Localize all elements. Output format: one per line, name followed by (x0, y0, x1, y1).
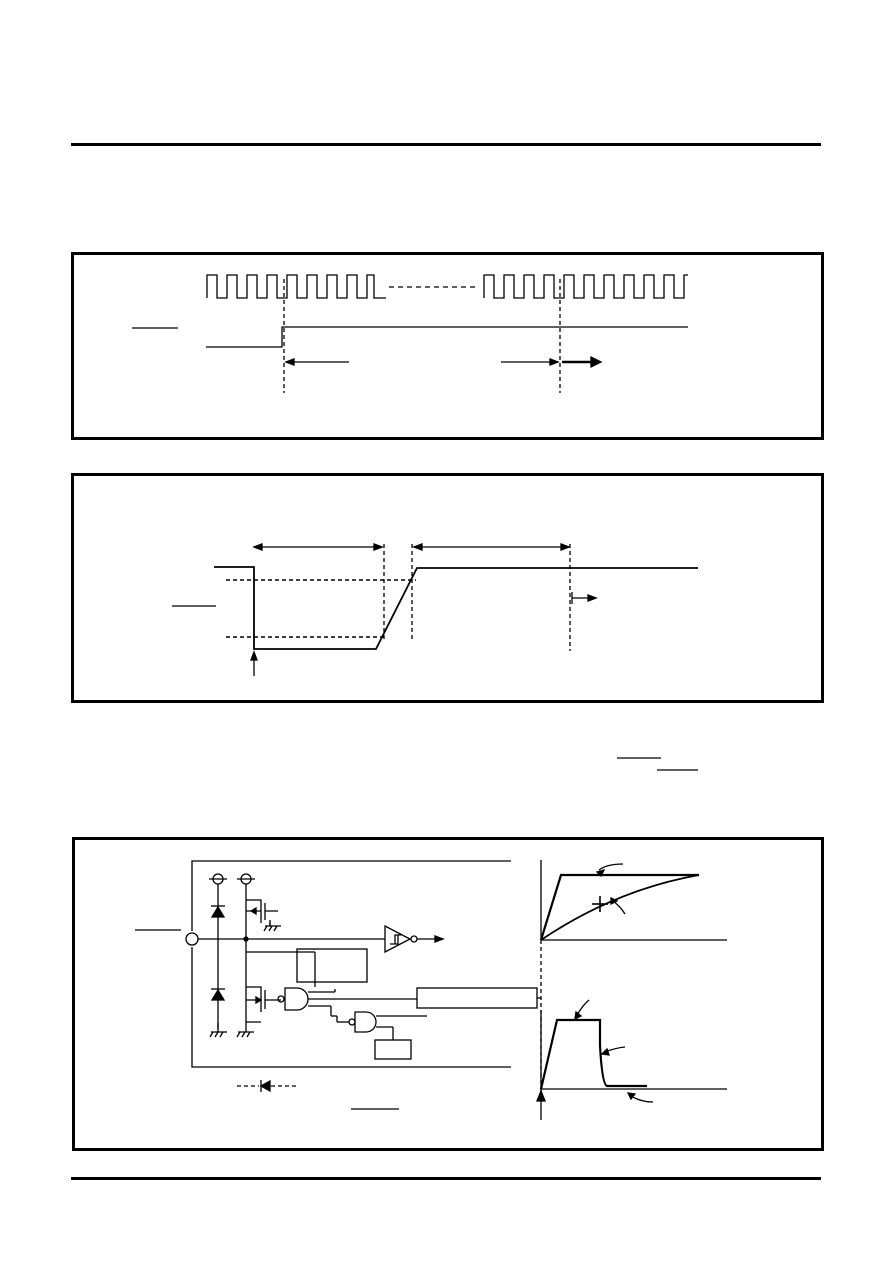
interval-low-arrowhead-right (373, 543, 384, 551)
clock-waveform-left (206, 274, 386, 299)
nand-gate-1 (284, 987, 309, 1011)
pulldown-gate-arrow (255, 995, 263, 1005)
nand-gate-1-bubble (277, 995, 285, 1003)
chip-boundary (191, 860, 511, 1068)
ground-symbol-3 (263, 925, 281, 932)
clock-waveform-right (483, 274, 688, 299)
reset-control-block (416, 987, 538, 1009)
interval-arrowhead-left (284, 358, 295, 366)
upper-plot-pointer-1 (598, 863, 624, 871)
reset-pulse-waveform (214, 566, 698, 650)
lower-plot-pointer-2-head (600, 1047, 610, 1056)
reset-pulse-timing-svg (172, 543, 698, 676)
upper-plot-pointer-2 (612, 900, 626, 915)
nand-gate-2-bubble (348, 1018, 356, 1026)
nand-gate-2 (354, 1011, 377, 1033)
lower-plot-pointer-3 (630, 1095, 654, 1103)
interval-arrowhead-right (549, 358, 560, 366)
junction-node (243, 936, 249, 942)
lower-plot-pointer-1 (576, 999, 590, 1016)
upper-plot-fast-rise (539, 873, 699, 941)
pullup-transistor (246, 899, 278, 926)
upper-plot-pointer-2-head (610, 896, 619, 906)
buffer-output-bubble (410, 935, 418, 943)
legend-diode-symbol (259, 1079, 271, 1093)
start-arrowhead (587, 594, 598, 602)
protection-diode-upper (210, 905, 226, 918)
reset-pad (185, 932, 199, 946)
interval-low-arrowhead-left (252, 543, 263, 551)
pulldown-transistor (246, 986, 281, 1023)
lower-plot-arrow-up (536, 1089, 546, 1102)
clock-reset-timing-svg (132, 274, 688, 393)
schmitt-symbol (390, 934, 401, 945)
ground-symbol-2 (236, 1031, 254, 1038)
figure-reset-pulse-timing (71, 473, 824, 703)
protection-diode-lower (210, 988, 226, 1001)
figure-reset-pin-circuit (72, 837, 824, 1151)
upper-plot-pointer-1-head (595, 868, 606, 878)
internal-logic-block (296, 948, 368, 983)
text-overline-marks (116, 701, 698, 771)
reset-waveform (206, 326, 688, 348)
lower-plot-pointer-3-head (626, 1092, 637, 1101)
lower-plot-pointer-1-head (574, 1010, 583, 1021)
transistor-gate-arrow (249, 906, 257, 916)
ground-symbol-1 (209, 1031, 227, 1038)
lower-plot-pulse (539, 1018, 647, 1090)
figure-clock-reset-timing (71, 252, 824, 440)
run-arrowhead (590, 355, 603, 369)
schmitt-buffer (384, 924, 412, 954)
reset-pin-circuit-svg (135, 860, 727, 1120)
buffer-output-arrowhead (434, 935, 445, 943)
interval-high-arrowhead-left (412, 543, 423, 551)
upper-plot-slow-rise (540, 874, 700, 941)
footer-rule (71, 1177, 821, 1180)
trigger-arrowhead (250, 650, 258, 661)
header-rule (71, 143, 821, 146)
interval-high-arrowhead-right (560, 543, 571, 551)
sub-control-block (374, 1039, 412, 1060)
